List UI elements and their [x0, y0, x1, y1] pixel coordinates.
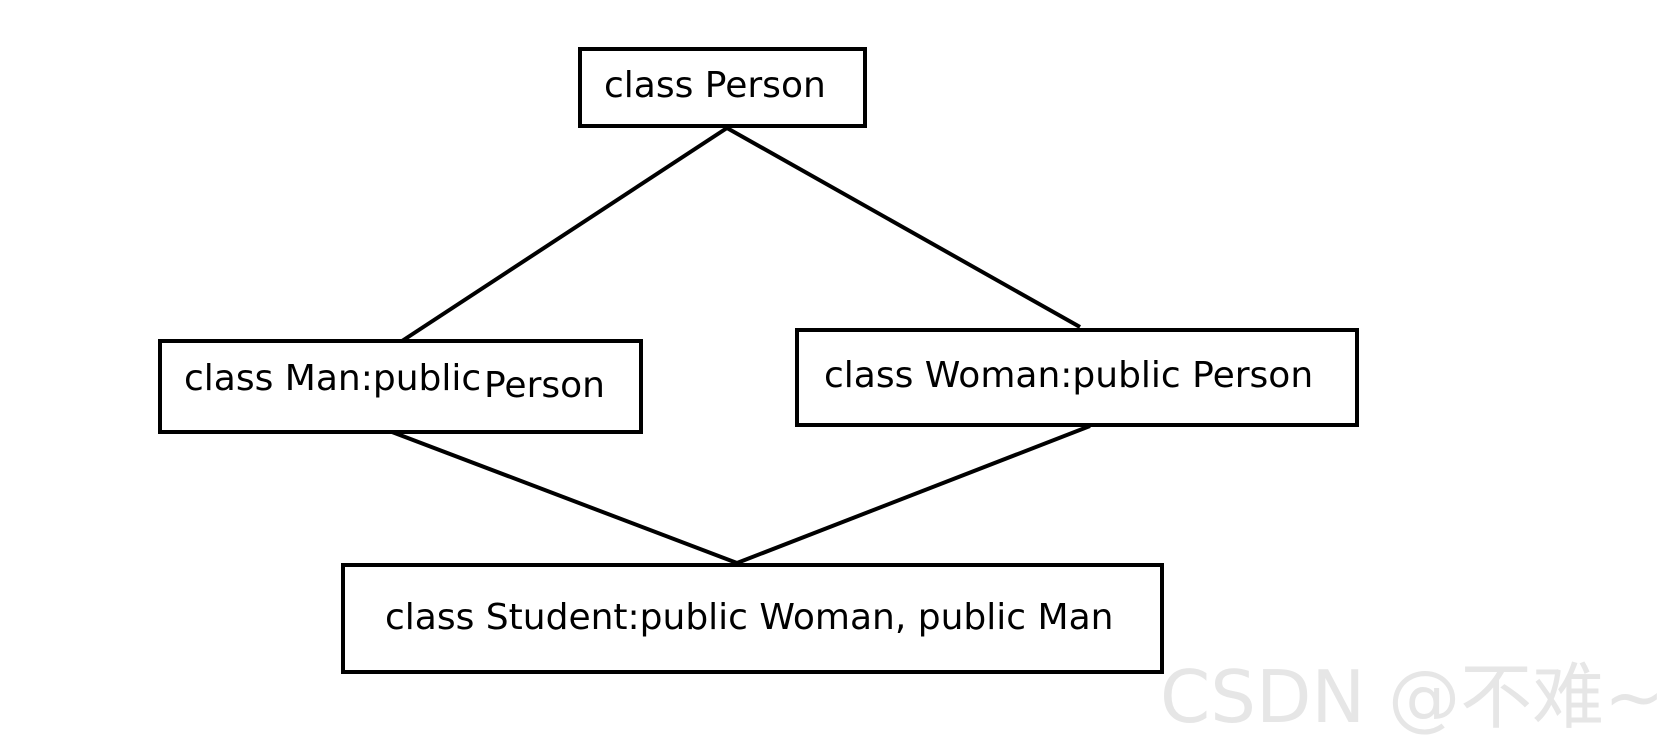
edge-person-woman [726, 126, 1081, 329]
node-woman-label: class Woman:public Person [824, 355, 1313, 396]
node-man-box [158, 339, 643, 434]
node-woman: class Woman:public Person [795, 328, 1359, 427]
node-man: class Man:public Person [158, 339, 643, 434]
node-man-label: class Man:public [184, 358, 481, 399]
node-student: class Student:public Woman, public Man [341, 563, 1164, 674]
edge-man-student [391, 430, 738, 565]
node-person-label: class Person [604, 65, 826, 106]
node-student-box [341, 563, 1164, 674]
edge-woman-student [736, 424, 1091, 565]
node-person-box [578, 47, 867, 128]
node-person: class Person [578, 47, 867, 128]
edges [391, 126, 1091, 565]
watermark: CSDN @不难~ [1160, 655, 1660, 739]
node-man-label-tail: Person [484, 365, 605, 406]
edge-person-man [400, 126, 729, 343]
node-student-label: class Student:public Woman, public Man [385, 597, 1113, 638]
node-woman-box [795, 328, 1359, 427]
